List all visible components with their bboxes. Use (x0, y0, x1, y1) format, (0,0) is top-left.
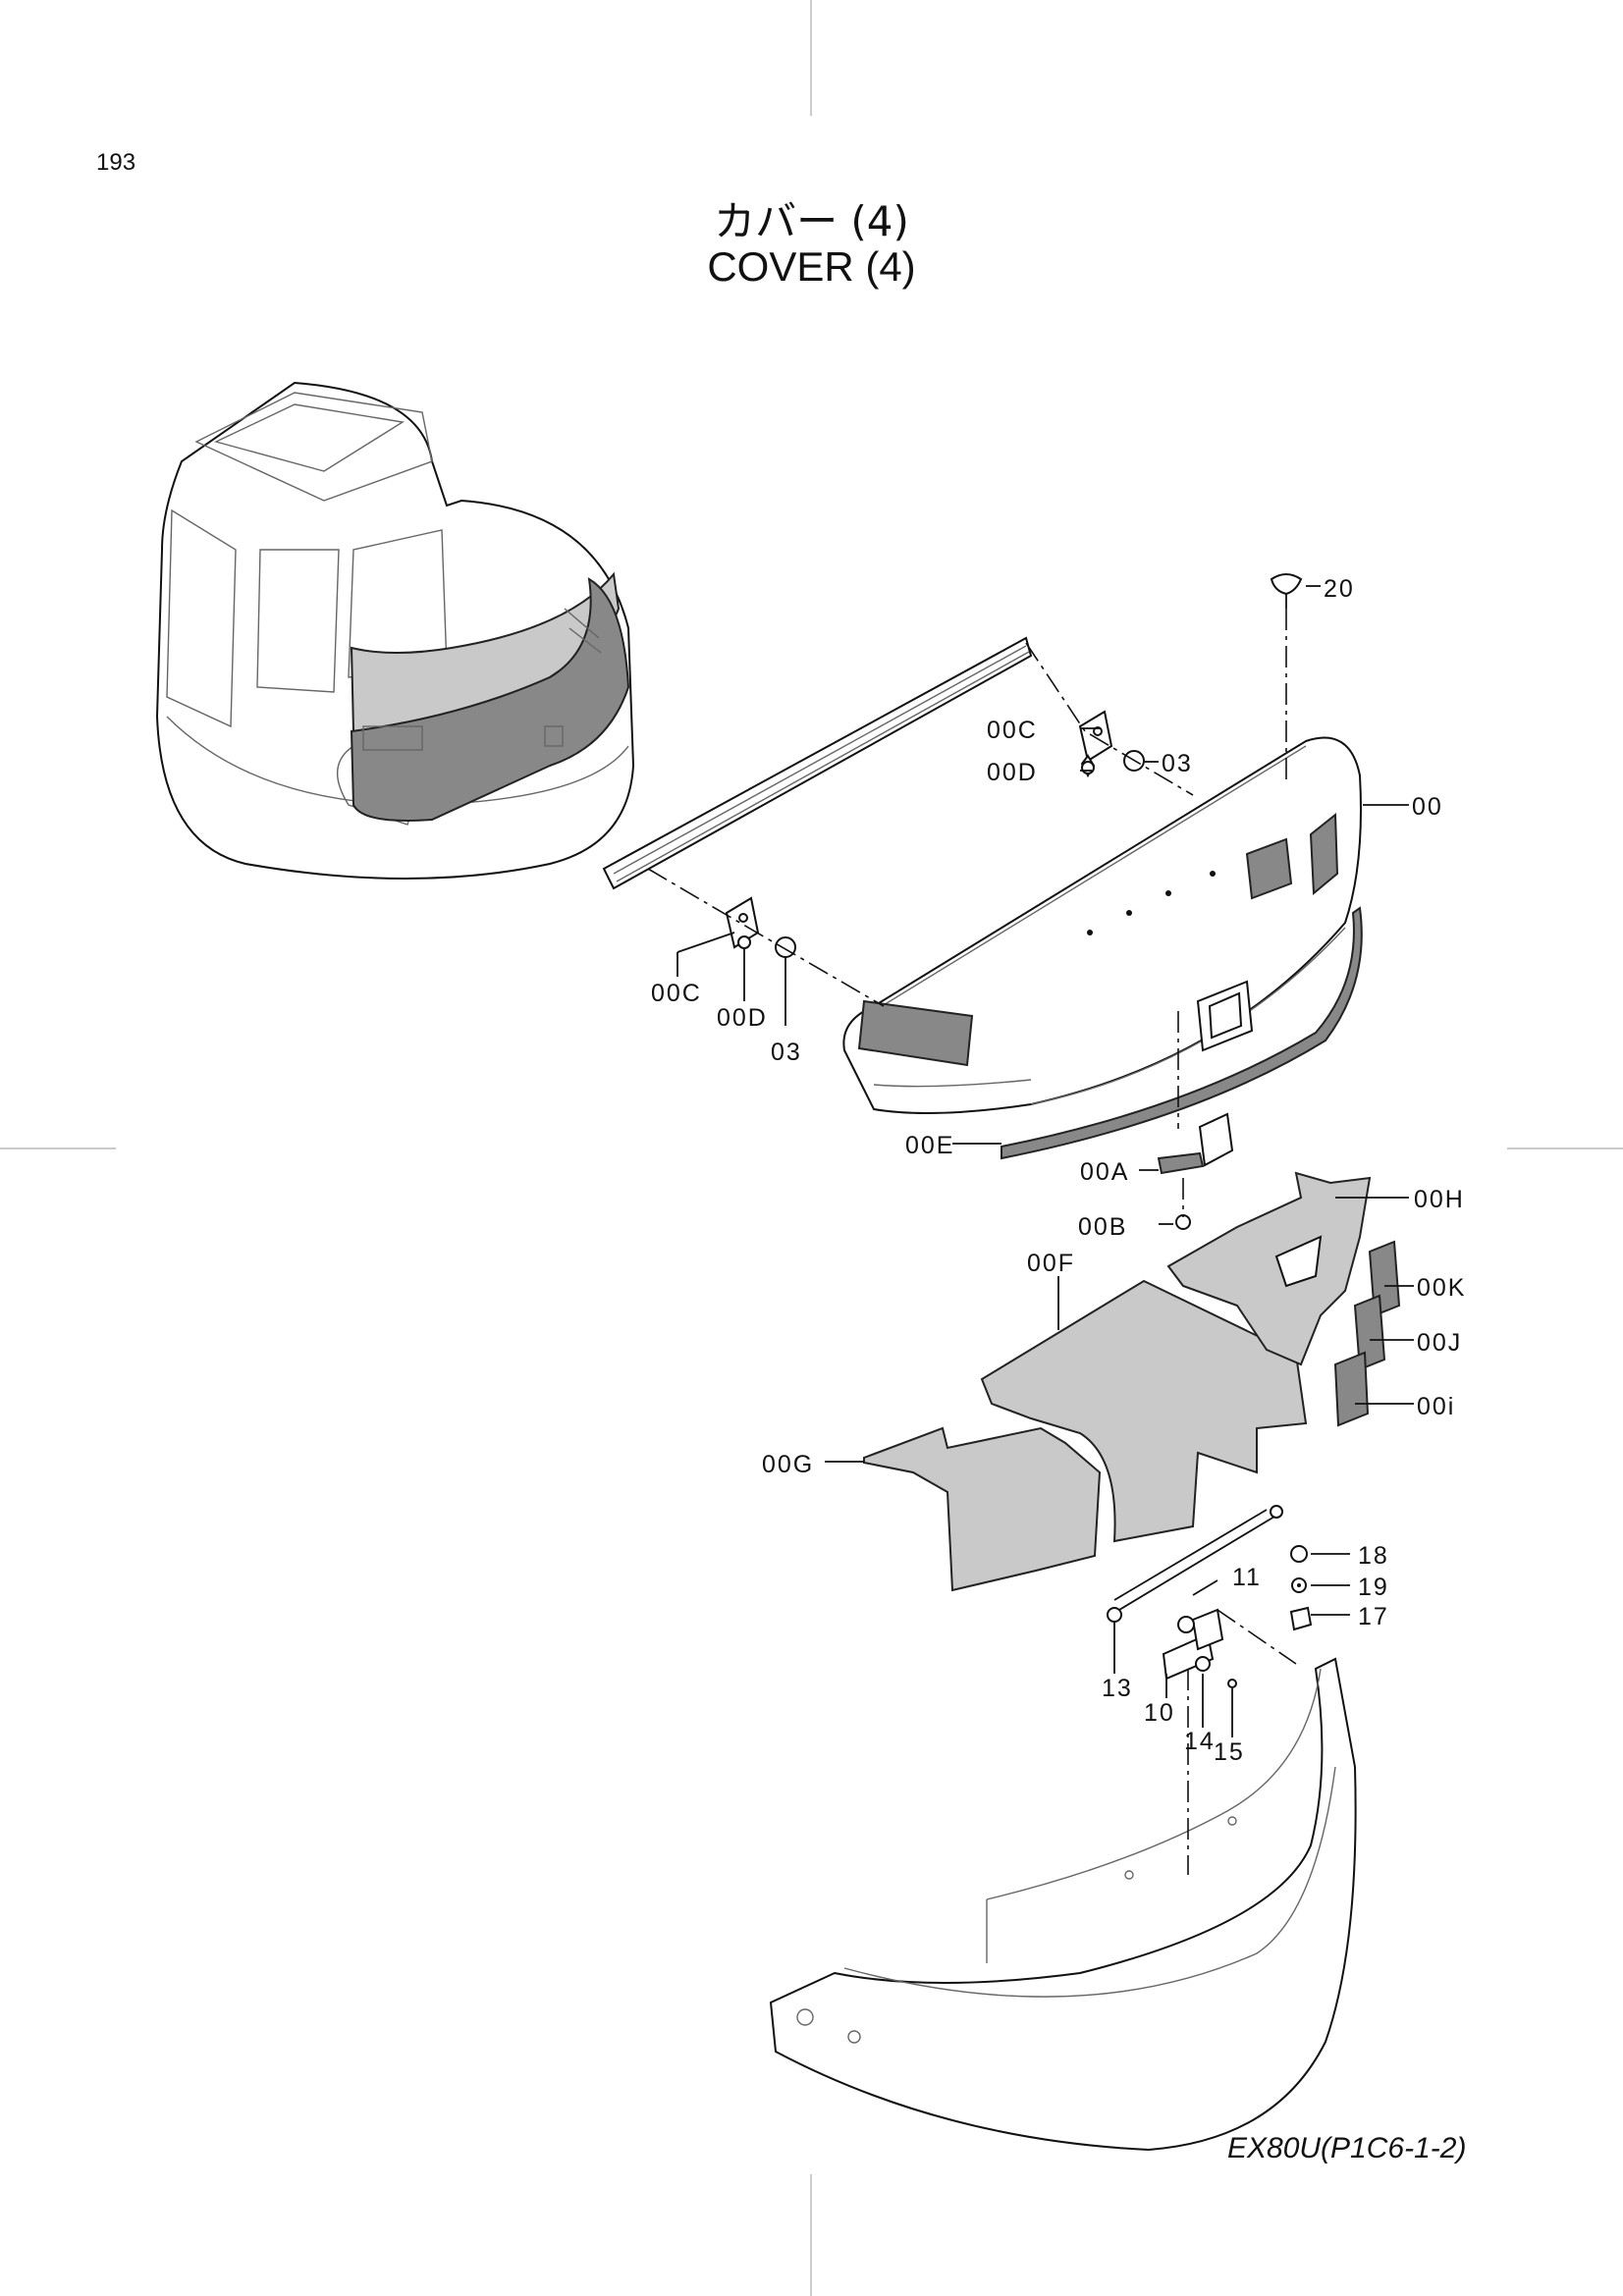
callout-00K: 00K (1417, 1274, 1466, 1302)
callout-20: 20 (1324, 575, 1355, 603)
callout-00G: 00G (762, 1451, 814, 1478)
callout-15: 15 (1214, 1738, 1245, 1766)
callout-00F: 00F (1027, 1250, 1075, 1277)
callout-14: 14 (1184, 1728, 1216, 1755)
callout-00B: 00B (1078, 1213, 1127, 1241)
leader-lines (647, 585, 1414, 1875)
callout-10: 10 (1144, 1699, 1175, 1727)
callout-03-top: 03 (1162, 750, 1193, 777)
gas-spring-assembly (1107, 1505, 1313, 1688)
document-code: EX80U(P1C6-1-2) (1227, 2132, 1467, 2164)
callout-00J: 00J (1417, 1329, 1462, 1357)
callout-11: 11 (1232, 1564, 1262, 1591)
callout-00C-left: 00C (651, 980, 702, 1007)
callout-00D-left: 00D (717, 1004, 768, 1032)
callout-18: 18 (1358, 1542, 1389, 1570)
page-number: 193 (96, 149, 136, 176)
callout-00C-top: 00C (987, 717, 1038, 744)
callout-00i: 00i (1417, 1393, 1455, 1420)
slide-rail (602, 636, 1033, 890)
callout-00A: 00A (1080, 1158, 1129, 1186)
page-title-japanese: カバー (4) (714, 197, 909, 245)
page-title-english: COVER (4) (707, 243, 916, 290)
machine-overview (155, 381, 635, 880)
seal-strip-00E (1001, 906, 1363, 1160)
latch-assembly (1157, 1112, 1234, 1230)
callout-03-left: 03 (771, 1039, 802, 1066)
callout-00E: 00E (905, 1132, 954, 1159)
callout-19: 19 (1358, 1574, 1389, 1601)
callout-00D-top: 00D (987, 759, 1038, 786)
callout-13: 13 (1102, 1675, 1133, 1702)
callout-00: 00 (1412, 793, 1443, 821)
main-cover-00 (842, 736, 1362, 1114)
callout-00H: 00H (1414, 1186, 1465, 1213)
insulation-pads (863, 1171, 1401, 1592)
callout-17: 17 (1358, 1603, 1389, 1630)
callout-labels: 20 00 03 00C 00D 00C 00D 03 00E 00A 00B … (651, 575, 1466, 1766)
counterweight (769, 1657, 1357, 2152)
